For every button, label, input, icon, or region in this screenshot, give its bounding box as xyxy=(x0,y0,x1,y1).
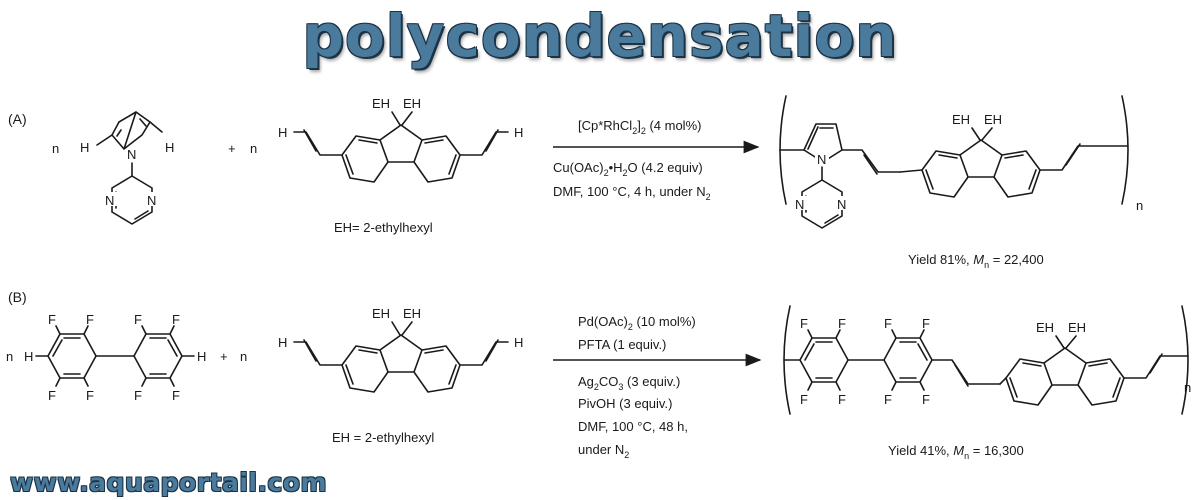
atom-f: F xyxy=(172,388,180,403)
substituent-eh: EH xyxy=(1068,320,1086,335)
atom-f: F xyxy=(884,392,892,407)
atom-n: N xyxy=(127,147,136,162)
atom-h: H xyxy=(278,335,287,350)
repeat-n: n xyxy=(1136,198,1143,213)
substituent-eh: EH xyxy=(984,112,1002,127)
repeat-n: n xyxy=(1184,380,1191,395)
page-title: polycondensation xyxy=(302,2,898,70)
scheme-b-label: (B) xyxy=(8,289,27,305)
substituent-eh: EH xyxy=(952,112,970,127)
coefficient-n: n xyxy=(240,349,247,364)
base-b: Ag2CO3 (3 equiv.) xyxy=(578,374,680,392)
atom-n: N xyxy=(105,193,114,208)
yield-a: Yield 81%, Mn = 22,400 xyxy=(908,252,1044,270)
plus-sign: + xyxy=(228,141,236,156)
product-b-polymer: n F F F F F F F F EH xyxy=(783,305,1191,461)
coefficient-n: n xyxy=(52,141,59,156)
substituent-eh: EH xyxy=(403,96,421,111)
conditions-b-line1: DMF, 100 °C, 48 h, xyxy=(578,419,688,434)
atom-f: F xyxy=(134,388,142,403)
atom-f: F xyxy=(172,312,180,327)
eh-definition: EH= 2-ethylhexyl xyxy=(334,220,433,235)
monomer-a2-divinylfluorene: EH EH H H EH= 2-ethylhexyl xyxy=(278,96,523,235)
atom-f: F xyxy=(838,392,846,407)
atom-n: N xyxy=(147,193,156,208)
acid-b: PivOH (3 equiv.) xyxy=(578,396,672,411)
atom-f: F xyxy=(86,312,94,327)
atom-f: F xyxy=(48,312,56,327)
conditions-a: [Cp*RhCl2]2 (4 mol%) Cu(OAc)2•H2O (4.2 e… xyxy=(553,118,760,202)
eh-definition: EH = 2-ethylhexyl xyxy=(332,430,434,445)
monomer-b2-divinylfluorene: EH EH H H EH = 2-ethylhexyl xyxy=(278,306,523,445)
coefficient-n: n xyxy=(250,141,257,156)
coefficient-n: n xyxy=(6,349,13,364)
oxidant-a: Cu(OAc)2•H2O (4.2 equiv) xyxy=(553,160,703,178)
atom-n: N xyxy=(817,152,826,167)
atom-h: H xyxy=(514,335,523,350)
atom-h: H xyxy=(278,125,287,140)
catalyst-a: [Cp*RhCl2]2 (4 mol%) xyxy=(578,118,701,136)
atom-f: F xyxy=(838,316,846,331)
monomer-b1-octafluorobiphenyl: n H H F F F F F F F F xyxy=(6,312,206,403)
conditions-a-text: DMF, 100 °C, 4 h, under N2 xyxy=(553,184,711,202)
atom-f: F xyxy=(922,316,930,331)
atom-h: H xyxy=(80,140,89,155)
atom-n: N xyxy=(795,197,804,212)
substituent-eh: EH xyxy=(372,306,390,321)
atom-f: F xyxy=(86,388,94,403)
scheme-b: (B) n H H F F F F F F xyxy=(6,289,1191,461)
atom-f: F xyxy=(48,388,56,403)
atom-f: F xyxy=(800,316,808,331)
catalyst-b: Pd(OAc)2 (10 mol%) xyxy=(578,314,696,332)
atom-h: H xyxy=(197,349,206,364)
monomer-a1-pyrimidylpyrrole: n H H N N N xyxy=(52,111,174,225)
site-watermark: www.aquaportail.com xyxy=(10,468,328,497)
scheme-a: (A) n H H N N N + n EH EH xyxy=(8,95,1143,270)
ligand-b: PFTA (1 equiv.) xyxy=(578,337,666,352)
plus-sign: + xyxy=(220,349,228,364)
conditions-b-line2: under N2 xyxy=(578,442,629,460)
yield-b: Yield 41%, Mn = 16,300 xyxy=(888,443,1024,461)
atom-f: F xyxy=(134,312,142,327)
atom-n: N xyxy=(837,197,846,212)
scheme-a-label: (A) xyxy=(8,111,27,127)
atom-f: F xyxy=(884,316,892,331)
product-a-polymer: n N N N EH EH xyxy=(779,95,1143,270)
atom-f: F xyxy=(922,392,930,407)
conditions-b: Pd(OAc)2 (10 mol%) PFTA (1 equiv.) Ag2CO… xyxy=(553,314,762,460)
substituent-eh: EH xyxy=(1036,320,1054,335)
atom-h: H xyxy=(165,140,174,155)
atom-h: H xyxy=(24,349,33,364)
atom-h: H xyxy=(514,125,523,140)
atom-f: F xyxy=(800,392,808,407)
substituent-eh: EH xyxy=(372,96,390,111)
substituent-eh: EH xyxy=(403,306,421,321)
